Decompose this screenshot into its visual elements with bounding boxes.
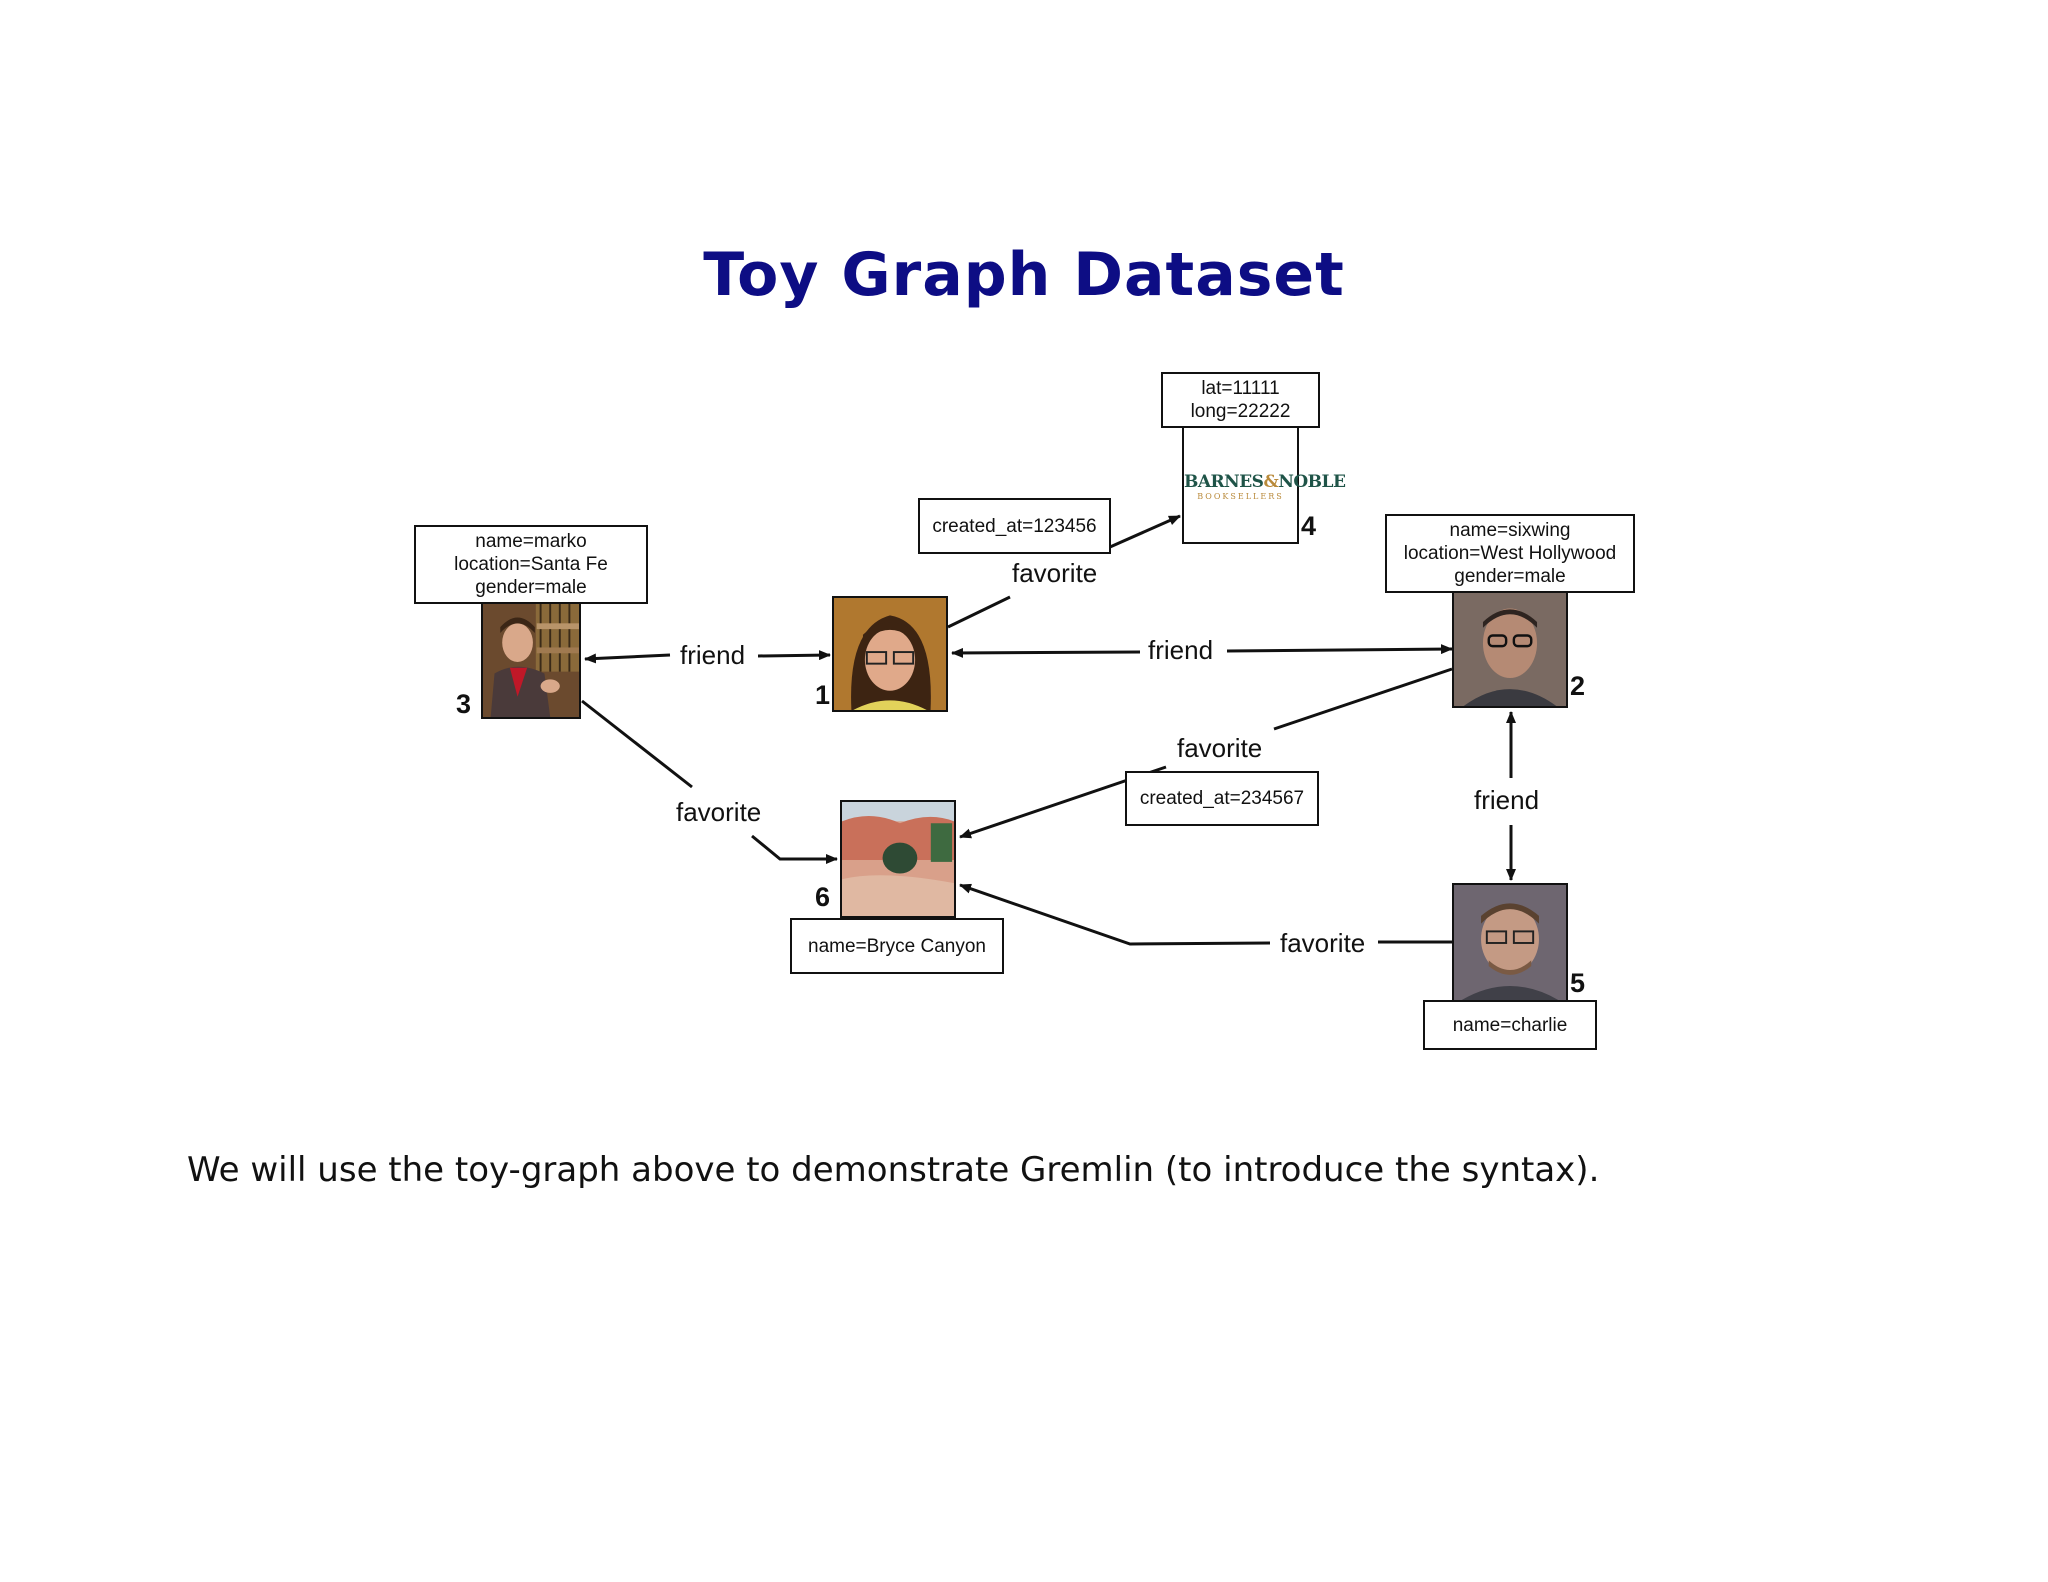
vertex-6-photo [840,800,956,918]
edge-label-2-5: friend [1468,785,1546,815]
edge-5-6-favorite-b [959,883,1271,946]
edge-1-2-friend [951,647,1141,658]
person-photo-icon [1454,593,1566,706]
person-photo-icon [834,598,946,710]
edge-label-3-6: favorite [670,797,768,827]
vertex-4-logo: BARNES&NOBLE BOOKSELLERS [1182,426,1346,544]
vertex-prop-line: lat=11111 [1201,378,1280,399]
vertex-5-photo [1452,883,1568,1002]
edge-label-1-4: favorite [1006,558,1104,588]
vertex-prop-line: name=charlie [1452,1014,1568,1036]
vertex-6-id: 6 [815,882,831,912]
edge-label-5-6: favorite [1274,928,1372,958]
edge-prop-2-6: created_at=234567 [1125,771,1319,826]
vertex-2-photo [1452,591,1568,708]
vertex-prop-line: long=22222 [1190,401,1291,422]
edge-3-1-friend [584,653,671,664]
edge-3-6-favorite [581,699,693,789]
edge-label-3-1: friend [674,640,752,670]
store-logo-tagline: BOOKSELLERS [1197,492,1284,501]
vertex-5-id: 5 [1570,968,1586,998]
person-photo-icon [1454,885,1566,1000]
vertex-prop-line: name=sixwing [1449,520,1571,541]
vertex-prop-line: name=marko [475,531,587,552]
person-photo-icon [483,604,579,717]
vertex-1-id: 1 [815,680,831,710]
vertex-3-photo [481,602,581,719]
vertex-6-props: name=Bryce Canyon [790,918,1004,974]
vertex-prop-line: name=Bryce Canyon [808,935,986,957]
edge-1-4-favorite [947,595,1011,629]
vertex-4-id: 4 [1301,511,1317,541]
slide-caption: We will use the toy-graph above to demon… [187,1150,1600,1190]
vertex-3-id: 3 [456,689,472,719]
edge-prop-line: created_at=234567 [1139,788,1305,809]
edge-2-6-favorite [1273,667,1453,731]
edge-3-6-favorite-b [751,834,838,864]
edge-3-1-friend-b [757,650,831,661]
vertex-prop-line: location=West Hollywood [1403,543,1617,564]
canyon-photo-icon [842,802,954,916]
vertex-2-props: name=sixwing location=West Hollywood gen… [1385,514,1635,593]
vertex-2-id: 2 [1570,671,1586,701]
store-logo-wordmark: BARNES&NOBLE [1184,472,1346,492]
edge-label-1-2: friend [1142,635,1220,665]
edge-prop-1-4: created_at=123456 [918,498,1111,554]
edge-1-4-favorite-b [1109,514,1181,549]
vertex-1-photo [832,596,948,712]
edge-prop-line: created_at=123456 [932,515,1097,537]
slide-title: Toy Graph Dataset [703,240,1345,310]
vertex-4-props: lat=11111 long=22222 [1161,372,1320,428]
edge-label-2-6: favorite [1171,733,1269,763]
vertex-prop-line: location=Santa Fe [454,554,608,575]
vertex-5-props: name=charlie [1423,1000,1597,1050]
edge-1-2-friend-b [1226,644,1453,655]
vertex-prop-line: gender=male [475,577,587,598]
vertex-3-props: name=marko location=Santa Fe gender=male [414,525,648,604]
vertex-prop-line: gender=male [1454,566,1566,587]
